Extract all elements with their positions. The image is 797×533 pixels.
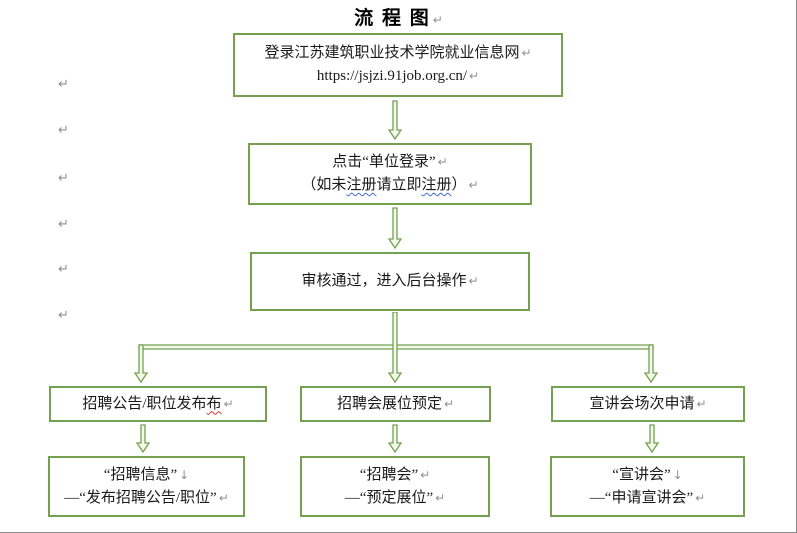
- jobfair-menu-line1: “招聘会”↵: [360, 464, 430, 487]
- paragraph-mark: ↵: [468, 274, 479, 288]
- paragraph-mark: ↵: [695, 490, 706, 505]
- branch-arrow-center-icon: [387, 312, 403, 384]
- apply-session-text: —“申请宣讲会”: [589, 489, 694, 506]
- unit-login-line1: 点击“单位登录”↵: [332, 151, 447, 174]
- login-site-url: https://jsjzi.91job.org.cn/: [316, 68, 468, 84]
- info-session-line: 宣讲会场次申请↵: [589, 393, 706, 416]
- spellcheck-flagged-char: 布: [206, 395, 222, 412]
- paragraph-mark: ↵: [469, 69, 480, 83]
- flow-box-unit-login: 点击“单位登录”↵ （如未注册请立即注册）↵: [248, 143, 532, 205]
- login-site-line1: 登录江苏建筑职业技术学院就业信息网↵: [264, 42, 531, 65]
- paragraph-mark: ↵: [58, 262, 69, 277]
- flow-box-login-site: 登录江苏建筑职业技术学院就业信息网↵ https://jsjzi.91job.o…: [233, 33, 563, 97]
- recruit-info-line2: —“发布招聘公告/职位”↵: [64, 487, 229, 510]
- flow-arrow-down-icon: [135, 424, 151, 453]
- flow-box-jobfair-menu: “招聘会”↵ —“预定展位”↵: [300, 456, 490, 517]
- paragraph-mark: ↵: [420, 467, 431, 482]
- session-menu-line1: “宣讲会”↓: [612, 464, 682, 487]
- flow-arrow-down-icon: [387, 424, 403, 453]
- line-break-mark: ↓: [179, 467, 190, 482]
- flow-box-review-passed: 审核通过，进入后台操作↵: [250, 252, 530, 311]
- grammar-flagged-word: 注册: [421, 177, 452, 193]
- flowchart-title-text: 流 程 图: [354, 8, 431, 29]
- paragraph-mark: ↵: [58, 308, 69, 323]
- jobfair-booth-text: 招聘会展位预定: [336, 395, 442, 412]
- flow-box-session-menu: “宣讲会”↓ —“申请宣讲会”↵: [550, 456, 745, 517]
- session-menu-text: “宣讲会”: [612, 466, 671, 483]
- login-site-text: 登录江苏建筑职业技术学院就业信息网: [264, 45, 520, 61]
- paragraph-mark: ↵: [58, 77, 69, 92]
- line-break-mark: ↓: [672, 467, 683, 482]
- login-site-url-line: https://jsjzi.91job.org.cn/↵: [317, 65, 479, 88]
- paragraph-mark: ↵: [58, 123, 69, 138]
- book-booth-text: —“预定展位”: [344, 489, 434, 506]
- branch-connector: [133, 312, 659, 384]
- session-menu-line2: —“申请宣讲会”↵: [590, 487, 705, 510]
- jobfair-booth-line: 招聘会展位预定↵: [337, 393, 454, 416]
- jobfair-menu-text: “招聘会”: [359, 466, 419, 483]
- paragraph-mark: ↵: [218, 490, 229, 505]
- paragraph-mark: ↵: [435, 490, 446, 505]
- paragraph-mark: ↵: [443, 396, 455, 411]
- paragraph-mark: ↵: [223, 396, 234, 411]
- review-passed-line: 审核通过，进入后台操作↵: [301, 270, 478, 293]
- paragraph-mark: ↵: [696, 396, 707, 411]
- flow-box-info-session: 宣讲会场次申请↵: [551, 386, 745, 422]
- recruit-info-line1: “招聘信息”↓: [104, 464, 189, 487]
- job-posting-line: 招聘公告/职位发布布↵: [82, 393, 233, 416]
- paragraph-mark: ↵: [521, 46, 532, 60]
- paragraph-mark: ↵: [432, 13, 443, 27]
- flow-arrow-down-icon: [387, 100, 403, 140]
- job-posting-text: 招聘公告/职位发布: [82, 395, 207, 412]
- grammar-flagged-word: 注册: [346, 177, 377, 193]
- flow-arrow-down-icon: [387, 207, 403, 249]
- register-note-mid: 请立即: [376, 177, 422, 193]
- paragraph-mark: ↵: [468, 178, 479, 192]
- register-note-open: （如未: [301, 177, 347, 193]
- flow-box-recruit-info-menu: “招聘信息”↓ —“发布招聘公告/职位”↵: [48, 456, 245, 517]
- branch-arrow-right-icon: [643, 344, 659, 384]
- publish-posting-text: —“发布招聘公告/职位”: [64, 489, 217, 506]
- paragraph-mark: ↵: [437, 155, 448, 169]
- paragraph-mark: ↵: [58, 171, 69, 186]
- flow-box-jobfair-booth: 招聘会展位预定↵: [300, 386, 491, 422]
- jobfair-menu-line2: —“预定展位”↵: [345, 487, 445, 510]
- flowchart-title: 流 程 图↵: [0, 3, 796, 30]
- paragraph-mark: ↵: [58, 217, 69, 232]
- branch-arrow-left-icon: [133, 344, 149, 384]
- review-passed-text: 审核通过，进入后台操作: [301, 273, 467, 289]
- flow-arrow-down-icon: [644, 424, 660, 453]
- recruit-info-text: “招聘信息”: [103, 466, 178, 483]
- unit-login-line2: （如未注册请立即注册）↵: [301, 174, 478, 197]
- flow-box-job-posting: 招聘公告/职位发布布↵: [49, 386, 267, 422]
- info-session-text: 宣讲会场次申请: [589, 395, 695, 412]
- unit-login-text: 点击“单位登录”: [332, 154, 436, 170]
- register-note-close: ）: [451, 177, 467, 193]
